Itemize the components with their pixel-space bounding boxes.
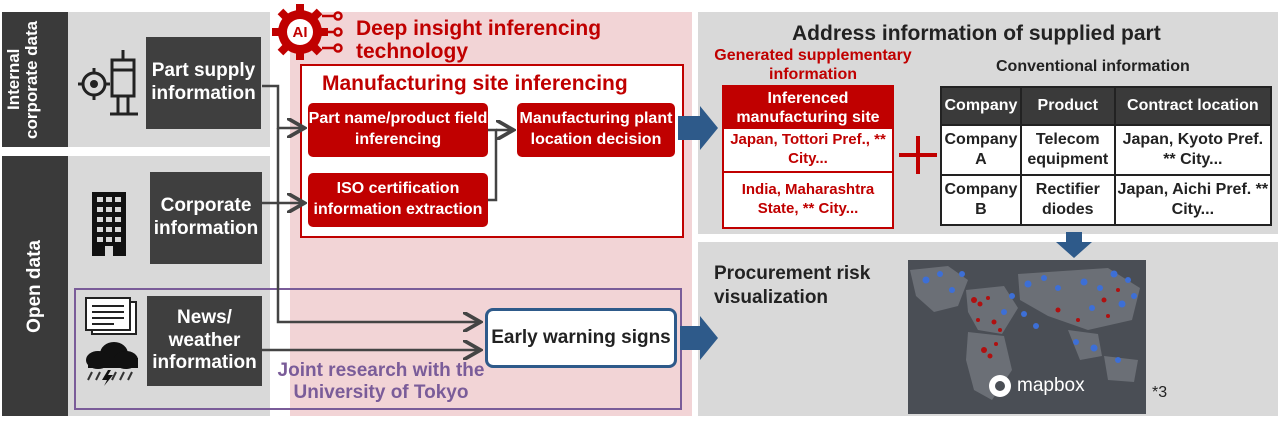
mapbox-icon	[989, 375, 1011, 397]
inferenced-row-1: Japan, Tottori Pref., ** City...	[724, 129, 892, 173]
footnote: *3	[1152, 384, 1168, 401]
ai-badge: AI	[292, 23, 308, 41]
table-row: Company A Telecom equipment Japan, Kyoto…	[940, 124, 1273, 176]
address-title: Address information of supplied part	[792, 22, 1161, 45]
storm-cloud-icon	[86, 342, 138, 386]
conventional-info-label: Conventional information	[996, 58, 1190, 75]
risk-title: Procurement risk visualization	[714, 263, 871, 308]
corporate-info-box: Corporate information	[150, 172, 262, 264]
news-weather-box: News/ weather information	[147, 296, 262, 386]
part-name-inferencing-box: Part name/product field inferencing	[308, 103, 488, 157]
early-warning-box: Early warning signs	[485, 308, 677, 368]
generated-info-label: Generated supplementary information	[714, 47, 912, 84]
ai-title: Deep insight inferencing technology	[356, 17, 602, 64]
header-product: Product	[1019, 86, 1116, 126]
conventional-table: Company Product Contract location Compan…	[940, 86, 1273, 226]
open-data-label: Open data	[2, 156, 68, 416]
site-inferencing-title: Manufacturing site inferencing	[322, 72, 628, 95]
internal-data-label: Internal corporate data	[2, 12, 68, 147]
joint-research-label: Joint research with the University of To…	[277, 360, 485, 403]
header-company: Company	[940, 86, 1022, 126]
plant-location-box: Manufacturing plant location decision	[517, 103, 675, 157]
risk-map: mapbox	[908, 260, 1146, 414]
part-supply-box: Part supply information	[146, 37, 261, 129]
table-row: Company B Rectifier diodes Japan, Aichi …	[940, 174, 1273, 226]
building-icon	[92, 192, 126, 256]
newspaper-icon	[85, 297, 137, 335]
ai-gear-icon	[272, 4, 343, 60]
inferenced-row-2: India, Maharashtra State, ** City...	[741, 181, 875, 217]
world-map-illustration	[910, 266, 1140, 400]
inferenced-site-header: Inferenced manufacturing site	[724, 87, 892, 129]
machine-gear-icon	[78, 50, 138, 116]
header-contract-location: Contract location	[1113, 86, 1273, 126]
mapbox-logo: mapbox	[988, 372, 1085, 400]
iso-extraction-box: ISO certification information extraction	[308, 173, 488, 227]
inferenced-site-box: Inferenced manufacturing site Japan, Tot…	[722, 85, 894, 229]
